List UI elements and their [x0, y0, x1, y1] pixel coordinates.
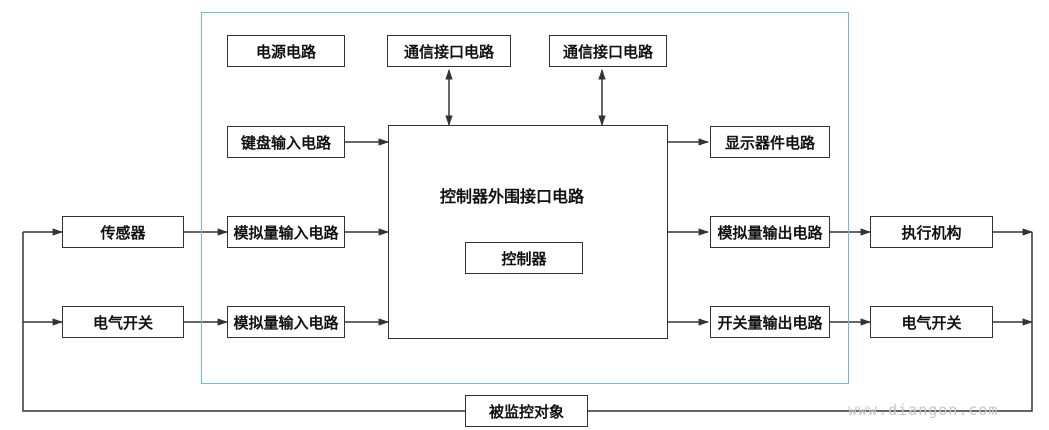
analog-input-box-1: 模拟量输入电路	[227, 216, 345, 248]
electric-switch-output-box: 电气开关	[870, 306, 993, 338]
analog-output-box: 模拟量输出电路	[710, 216, 830, 248]
watermark: www.diangon.com	[848, 401, 999, 419]
feedback-line-right	[588, 232, 1033, 412]
comm-interface-box-1: 通信接口电路	[387, 35, 511, 67]
comm-interface-box-2: 通信接口电路	[549, 35, 667, 67]
analog-input-box-2: 模拟量输入电路	[227, 306, 345, 338]
switch-output-box: 开关量输出电路	[710, 306, 830, 338]
keyboard-input-box: 键盘输入电路	[227, 126, 345, 158]
peripheral-interface-label: 控制器外围接口电路	[440, 187, 585, 206]
electric-switch-input-box: 电气开关	[62, 306, 184, 338]
sensor-box: 传感器	[62, 216, 184, 248]
peripheral-circuit-frame	[201, 12, 849, 384]
monitored-object-box: 被监控对象	[465, 395, 588, 427]
controller-box: 控制器	[465, 242, 583, 274]
power-circuit-box: 电源电路	[227, 35, 345, 67]
display-device-box: 显示器件电路	[710, 126, 830, 158]
peripheral-interface-block	[388, 125, 668, 339]
feedback-line-left	[22, 232, 465, 412]
actuator-box: 执行机构	[870, 216, 993, 248]
